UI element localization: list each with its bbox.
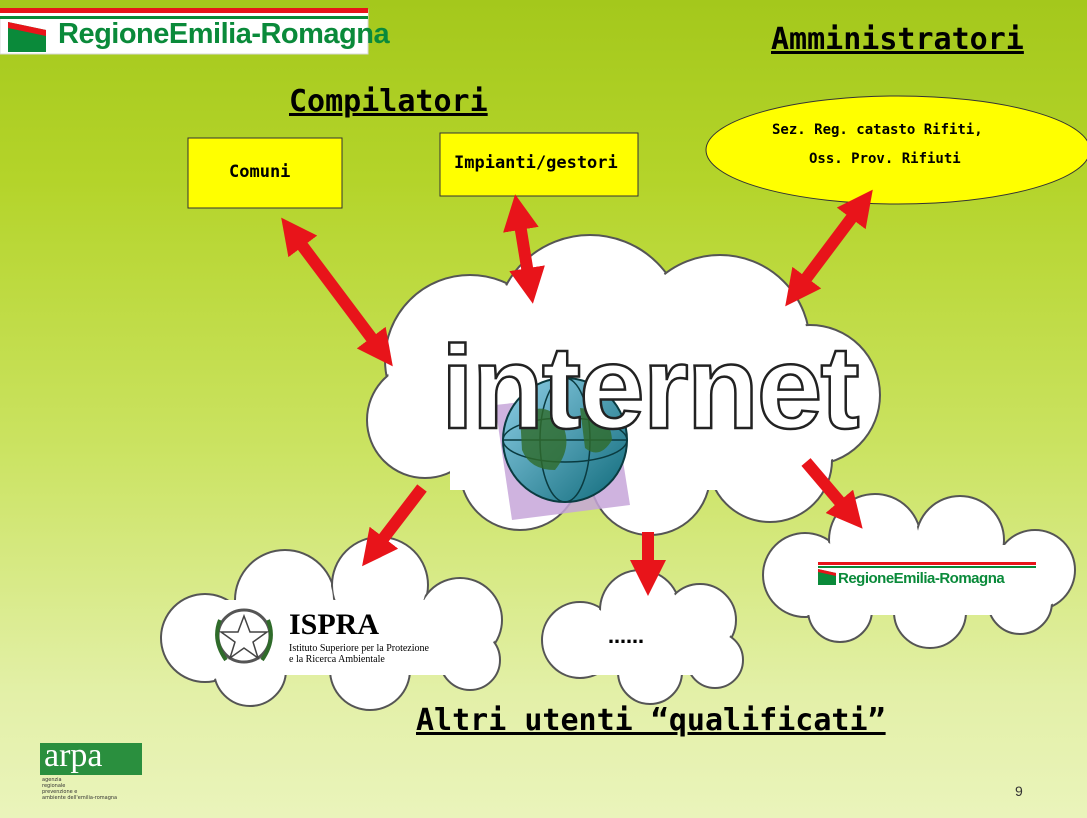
box-comuni [187,137,343,209]
impianti-label: Impianti/gestori [454,153,618,173]
arrow-admin [785,189,873,307]
arpa-logo-text: arpa [44,737,103,774]
ispra-title: ISPRA [289,608,380,641]
region-logo-small [818,562,1036,585]
arrow-impianti [503,194,545,304]
ispra-sub2: e la Ricerca Ambientale [289,654,385,665]
region-logo-banner [0,8,369,55]
italian-emblem-icon [215,608,273,664]
globe-icon [495,377,630,520]
admin-ellipse [705,95,1087,205]
comuni-label: Comuni [229,162,291,182]
heading-compilers: Compilatori [289,84,488,119]
admin-line1: Sez. Reg. catasto Rifiti, [772,122,983,138]
region-logo-text: RegioneEmilia-Romagna [58,18,390,50]
page-number: 9 [1015,783,1023,799]
ispra-sub1: Istituto Superiore per la Protezione [289,643,429,654]
heading-other-users: Altri utenti “qualificati” [416,703,886,738]
region-cloud-text: RegioneEmilia-Romagna [838,570,1005,587]
arrow-ispra [362,484,427,567]
heading-administrators: Amministratori [771,22,1024,57]
arpa-logo [40,743,142,775]
internet-label: internet [440,321,861,456]
arrows [281,189,873,596]
arrow-comuni [281,217,393,367]
ellipsis-label: …… [608,627,644,648]
arpa-tagline: agenzia regionale prevenzione e ambiente… [42,777,118,801]
arrow-region [801,458,863,529]
box-impianti [439,132,639,197]
admin-line2: Oss. Prov. Rifiuti [809,151,961,167]
